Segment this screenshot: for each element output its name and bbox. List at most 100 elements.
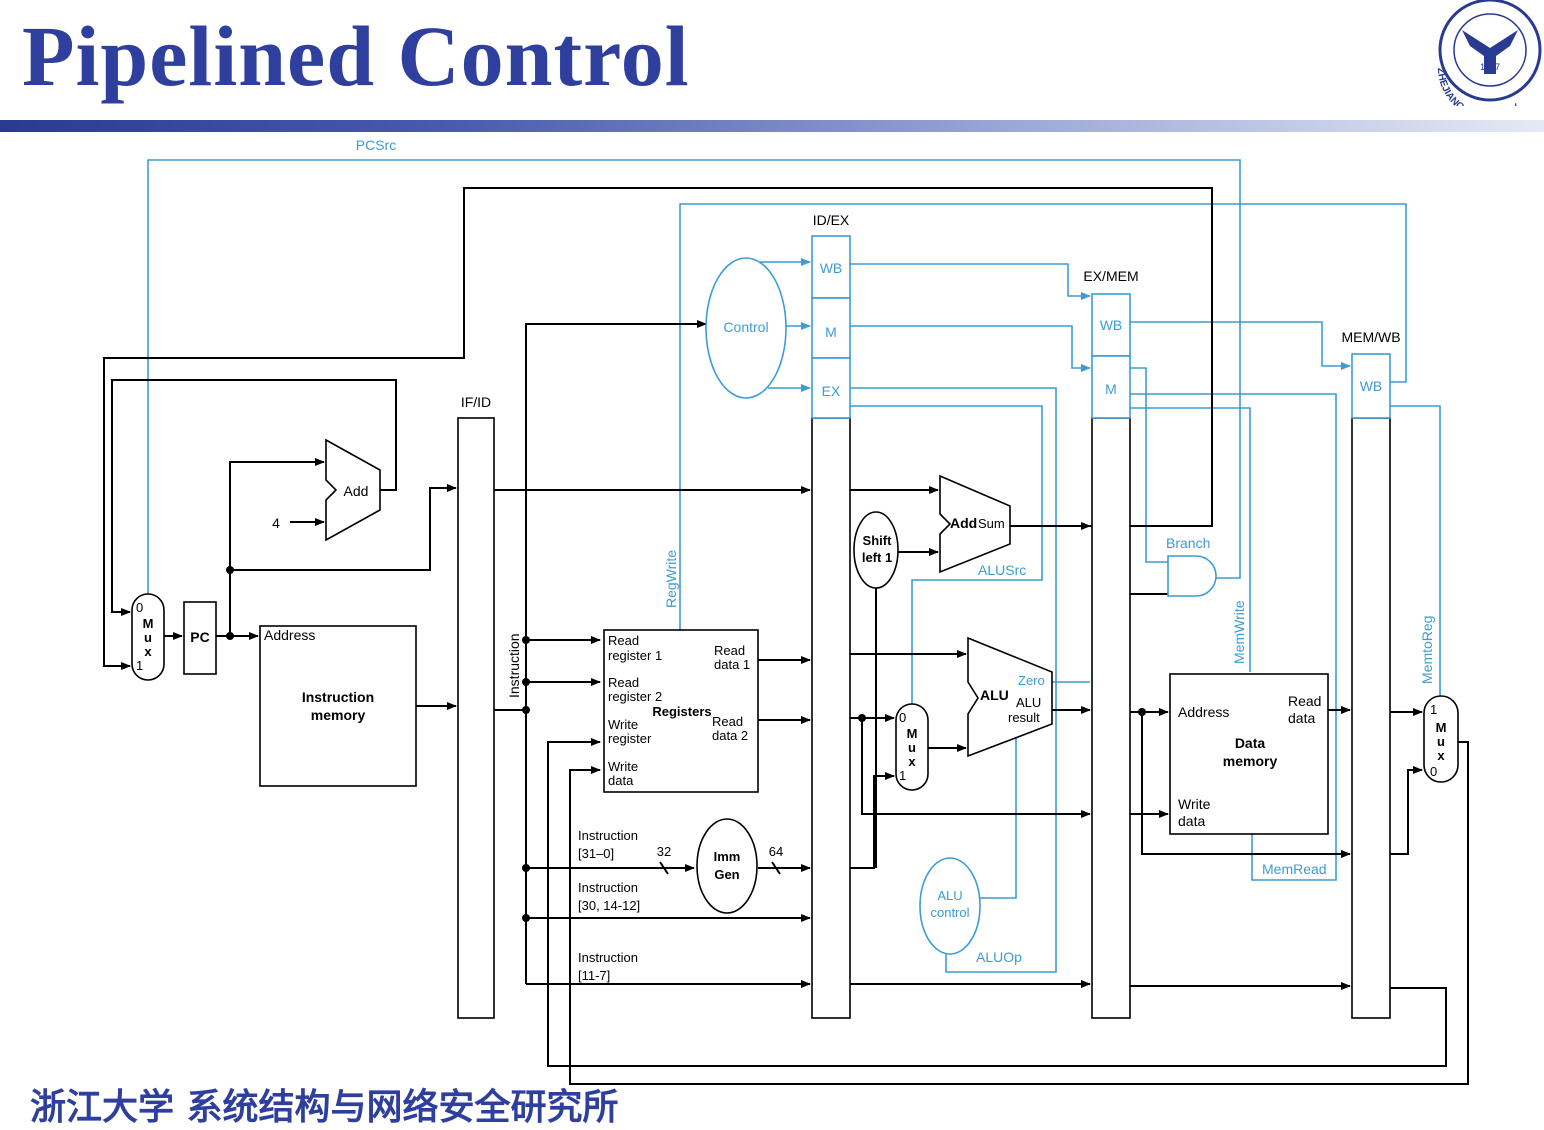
imm-gen: Imm Gen bbox=[696, 818, 758, 914]
svg-text:Read: Read bbox=[714, 643, 745, 658]
instr-field-11-7-range: [11-7] bbox=[578, 968, 610, 983]
svg-text:register: register bbox=[608, 731, 652, 746]
svg-text:Data: Data bbox=[1235, 735, 1266, 751]
svg-text:register 2: register 2 bbox=[608, 689, 662, 704]
svg-text:0: 0 bbox=[136, 600, 143, 615]
pc-adder: Add bbox=[325, 438, 381, 542]
instruction-label: Instruction bbox=[506, 633, 522, 698]
svg-text:u: u bbox=[144, 630, 152, 645]
footer-institution: 浙江大学 系统结构与网络安全研究所 bbox=[30, 1086, 619, 1128]
width-64: 64 bbox=[769, 844, 783, 859]
svg-text:ALU: ALU bbox=[937, 888, 962, 903]
datapath-wires bbox=[103, 187, 1469, 1085]
svg-text:u: u bbox=[1437, 734, 1445, 749]
register-file: Read register 1 Read register 2 Write re… bbox=[603, 629, 759, 793]
svg-text:Add: Add bbox=[950, 515, 977, 531]
branch-and-gate bbox=[1167, 555, 1217, 597]
svg-text:x: x bbox=[144, 644, 152, 659]
id-ex-wb: WB bbox=[820, 260, 843, 276]
svg-text:0: 0 bbox=[899, 710, 906, 725]
const-four: 4 bbox=[272, 515, 280, 531]
svg-text:Sum: Sum bbox=[978, 516, 1005, 531]
svg-text:Address: Address bbox=[1178, 704, 1229, 720]
svg-text:Imm: Imm bbox=[714, 849, 741, 864]
svg-text:Write: Write bbox=[608, 717, 638, 732]
svg-text:Read: Read bbox=[712, 714, 743, 729]
control-unit: Control bbox=[705, 257, 787, 399]
alu-src-mux: 0 M u x 1 bbox=[895, 703, 929, 791]
svg-text:Read: Read bbox=[608, 675, 639, 690]
width-32: 32 bbox=[657, 844, 671, 859]
junction-dots bbox=[226, 566, 1146, 922]
instr-field-30-14-range: [30, 14-12] bbox=[578, 898, 640, 913]
pc-mux: 0 M u x 1 bbox=[131, 593, 165, 681]
alu-control-unit: ALU control bbox=[919, 857, 981, 955]
svg-text:data 1: data 1 bbox=[714, 657, 750, 672]
mem-wb-wb: WB bbox=[1360, 378, 1383, 394]
svg-text:result: result bbox=[1008, 710, 1040, 725]
svg-text:1: 1 bbox=[899, 768, 906, 783]
svg-text:Write: Write bbox=[1178, 796, 1211, 812]
memwrite-label: MemWrite bbox=[1231, 600, 1247, 664]
instr-field-31-0-range: [31–0] bbox=[578, 846, 614, 861]
pipeline-register-ex-mem: EX/MEM WB M bbox=[1083, 268, 1139, 1019]
svg-text:Registers: Registers bbox=[652, 704, 711, 719]
svg-text:0: 0 bbox=[1430, 764, 1437, 779]
data-memory: Address Read data Data memory Write data bbox=[1169, 673, 1329, 835]
title-rule bbox=[0, 120, 1544, 132]
memtoreg-label: MemtoReg bbox=[1419, 616, 1435, 684]
svg-text:PC: PC bbox=[190, 629, 209, 645]
pipeline-register-id-ex: ID/EX WB M EX bbox=[811, 212, 851, 1019]
svg-text:u: u bbox=[908, 740, 916, 755]
shift-left-unit: Shift left 1 bbox=[853, 511, 899, 589]
pipeline-register-mem-wb: MEM/WB WB bbox=[1341, 329, 1401, 1019]
instruction-memory: Address Instruction memory bbox=[259, 625, 417, 787]
svg-text:1: 1 bbox=[1430, 702, 1437, 717]
svg-text:Zero: Zero bbox=[1018, 673, 1045, 688]
if-id-label: IF/ID bbox=[461, 394, 491, 410]
ex-mem-label: EX/MEM bbox=[1083, 268, 1138, 284]
slide-title: Pipelined Control bbox=[22, 8, 690, 104]
svg-text:Read: Read bbox=[1288, 693, 1321, 709]
control-signal-labels: PCSrc RegWrite ALUSrc Branch MemWrite Me… bbox=[356, 137, 1435, 965]
branch-label: Branch bbox=[1166, 535, 1210, 551]
id-ex-m: M bbox=[825, 324, 837, 340]
svg-text:Shift: Shift bbox=[863, 533, 893, 548]
aluop-label: ALUOp bbox=[976, 949, 1022, 965]
ex-mem-m: M bbox=[1105, 381, 1117, 397]
pc-register: PC bbox=[183, 601, 217, 675]
svg-text:M: M bbox=[143, 616, 154, 631]
regwrite-label: RegWrite bbox=[663, 550, 679, 608]
logo-year: 1897 bbox=[1480, 62, 1500, 72]
pcsrc-label: PCSrc bbox=[356, 137, 396, 153]
svg-text:memory: memory bbox=[311, 707, 366, 723]
memread-label: MemRead bbox=[1262, 861, 1327, 877]
svg-text:Read: Read bbox=[608, 633, 639, 648]
svg-text:Control: Control bbox=[723, 319, 768, 335]
svg-text:Add: Add bbox=[344, 483, 369, 499]
instr-field-31-0: Instruction bbox=[578, 828, 638, 843]
id-ex-label: ID/EX bbox=[813, 212, 850, 228]
mem-wb-label: MEM/WB bbox=[1341, 329, 1400, 345]
branch-adder: Add Sum bbox=[939, 474, 1011, 574]
id-ex-ex: EX bbox=[822, 383, 841, 399]
alusrc-label: ALUSrc bbox=[978, 562, 1026, 578]
svg-text:data: data bbox=[608, 773, 634, 788]
university-logo: 1897 ZHEJIANG UNIVERSITY bbox=[1435, 0, 1542, 106]
instr-field-11-7: Instruction bbox=[578, 950, 638, 965]
svg-text:left 1: left 1 bbox=[862, 550, 892, 565]
svg-text:M: M bbox=[907, 726, 918, 741]
svg-text:Instruction: Instruction bbox=[302, 689, 374, 705]
svg-text:Write: Write bbox=[608, 759, 638, 774]
mem-to-reg-mux: 1 M u x 0 bbox=[1423, 695, 1459, 783]
ex-mem-wb: WB bbox=[1100, 317, 1123, 333]
instr-field-30-14: Instruction bbox=[578, 880, 638, 895]
svg-text:memory: memory bbox=[1223, 753, 1278, 769]
svg-text:data 2: data 2 bbox=[712, 728, 748, 743]
alu: ALU Zero ALU result bbox=[967, 636, 1053, 758]
svg-text:data: data bbox=[1178, 813, 1205, 829]
svg-text:Gen: Gen bbox=[714, 867, 739, 882]
svg-text:1: 1 bbox=[136, 658, 143, 673]
pipelined-datapath-diagram: IF/ID ID/EX WB M EX EX/MEM WB M MEM/WB W… bbox=[103, 137, 1469, 1085]
svg-text:Address: Address bbox=[264, 627, 315, 643]
